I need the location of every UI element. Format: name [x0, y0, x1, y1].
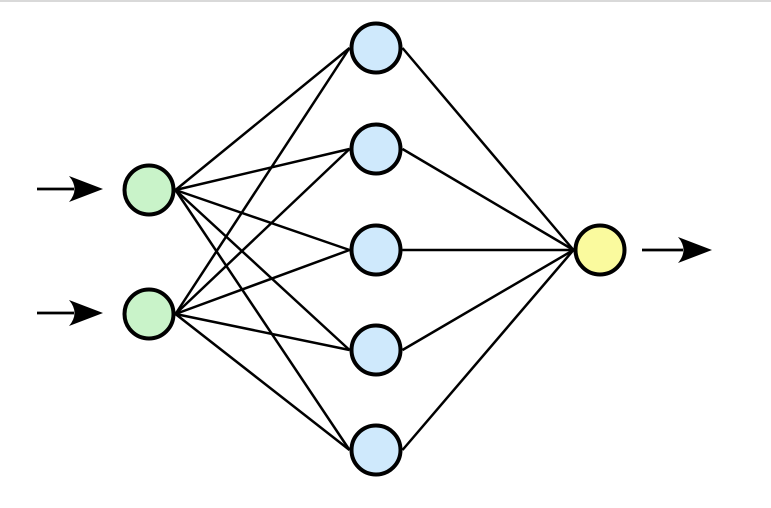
- edge-h1-out1: [401, 47, 575, 251]
- hidden-node-3: [349, 223, 403, 277]
- hidden-node-2: [349, 122, 403, 176]
- edge-in2-h3: [175, 248, 350, 316]
- output-node: [573, 223, 627, 277]
- edge-in2-h4: [175, 312, 350, 352]
- input-node-1: [122, 163, 176, 217]
- input-node-2: [122, 287, 176, 341]
- edge-in1-h4: [174, 189, 351, 351]
- edge-in2-h5: [174, 313, 351, 451]
- edge-h4-out1: [401, 248, 575, 352]
- edge-h5-out1: [401, 249, 575, 451]
- output-arrow-head-icon: [678, 237, 712, 263]
- window-top-edge: [0, 0, 771, 2]
- edge-in1-h1: [174, 47, 351, 191]
- hidden-node-5: [349, 423, 403, 477]
- hidden-node-4: [349, 323, 403, 377]
- hidden-node-1: [349, 21, 403, 75]
- edge-in2-h2: [174, 148, 351, 315]
- input-arrow-2-head-icon: [69, 300, 103, 326]
- edge-in1-h5: [174, 189, 351, 451]
- edge-in1-h3: [175, 188, 350, 252]
- edge-in1-h2: [175, 147, 350, 192]
- edge-in2-h1: [174, 47, 351, 315]
- input-arrow-1-head-icon: [69, 176, 103, 202]
- edge-h2-out1: [401, 147, 575, 252]
